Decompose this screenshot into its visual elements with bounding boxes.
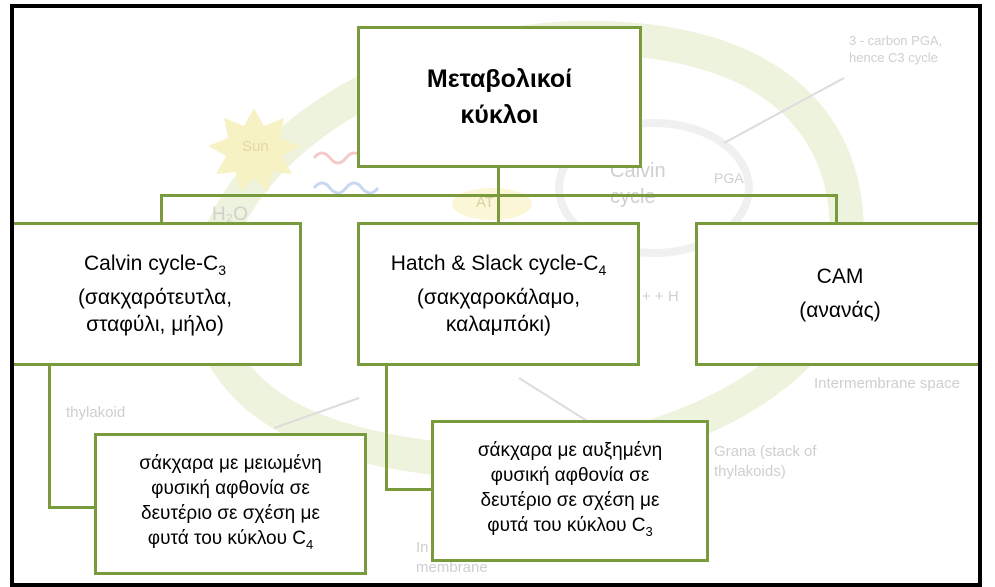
note-c3-subscript: 4 — [306, 537, 313, 552]
connector-c3-drop — [160, 194, 163, 224]
note-c4-line-4: φυτά του κύκλου C3 — [478, 513, 662, 544]
c3-examples-line-1: (σακχαρότευτλα, — [78, 284, 232, 311]
c4-examples-line-2: καλαμπόκι) — [391, 311, 607, 338]
connector-c3-note-horizontal — [48, 506, 96, 509]
note-c3-line-3: δευτέριο σε σχέση με — [139, 501, 321, 526]
bg-grana-label: Grana (stack of thylakoids) — [714, 442, 834, 482]
bg-intermembrane-label: Intermembrane space — [814, 374, 964, 394]
connector-c4-note-horizontal — [385, 488, 433, 491]
note-c3-line-4: φυτά του κύκλου C4 — [139, 526, 321, 557]
note-c4-subscript: 3 — [646, 524, 653, 539]
c4-title-text: Hatch & Slack cycle-C — [391, 252, 599, 275]
c4-title-subscript: 4 — [598, 262, 606, 278]
bg-hplus-label: + + H — [642, 288, 679, 305]
root-title-line-1: Μεταβολικοί — [427, 61, 572, 97]
c3-title-text: Calvin cycle-C — [84, 252, 218, 275]
c3-examples-line-2: σταφύλι, μήλο) — [78, 311, 232, 338]
cam-title: CAM — [799, 260, 881, 294]
note-c3-line-4-text: φυτά του κύκλου C — [148, 528, 306, 549]
bg-pga-label: PGA — [714, 170, 744, 186]
note-c3-line-1: σάκχαρα με μειωμένη — [139, 451, 321, 476]
node-hatch-slack-cycle-c4: Hatch & Slack cycle-C4 (σακχαροκάλαμο, κ… — [357, 222, 640, 366]
connector-c3-note-vertical — [48, 364, 51, 509]
note-c4-line-1: σάκχαρα με αυξημένη — [478, 438, 662, 463]
root-title-line-2: κύκλοι — [427, 97, 572, 133]
root-node-metabolic-cycles: Μεταβολικοί κύκλοι — [357, 26, 642, 168]
note-c3-line-2: φυσική αφθονία σε — [139, 476, 321, 501]
node-calvin-cycle-c3: Calvin cycle-C3 (σακχαρότευτλα, σταφύλι,… — [10, 222, 302, 366]
bg-thylakoid-label: thylakoid — [66, 404, 125, 421]
node-cam: CAM (ανανάς) — [695, 222, 982, 366]
connector-c4-note-vertical — [385, 364, 388, 491]
note-c4-line-2: φυσική αφθονία σε — [478, 463, 662, 488]
connector-c4-drop — [497, 194, 500, 224]
bg-sun-label: Sun — [242, 138, 269, 155]
c4-title: Hatch & Slack cycle-C4 — [391, 250, 607, 284]
c4-examples-line-1: (σακχαροκάλαμο, — [391, 284, 607, 311]
note-c3-deuterium: σάκχαρα με μειωμένη φυσική αφθονία σε δε… — [94, 433, 367, 575]
light-wave-icon-2 — [314, 183, 378, 193]
bg-carbon-note: 3 - carbon PGA, hence C3 cycle — [849, 32, 964, 66]
note-c4-deuterium: σάκχαρα με αυξημένη φυσική αφθονία σε δε… — [431, 420, 709, 562]
diagram-frame: Sun H₂O AT Calvin cycle PGA 3 - carbon P… — [10, 4, 982, 587]
c3-title-subscript: 3 — [218, 262, 226, 278]
c3-title: Calvin cycle-C3 — [78, 250, 232, 284]
note-c4-line-3: δευτέριο σε σχέση με — [478, 488, 662, 513]
connector-cam-drop — [835, 194, 838, 224]
note-c4-line-4-text: φυτά του κύκλου C — [487, 515, 645, 536]
cam-example: (ανανάς) — [799, 294, 881, 328]
